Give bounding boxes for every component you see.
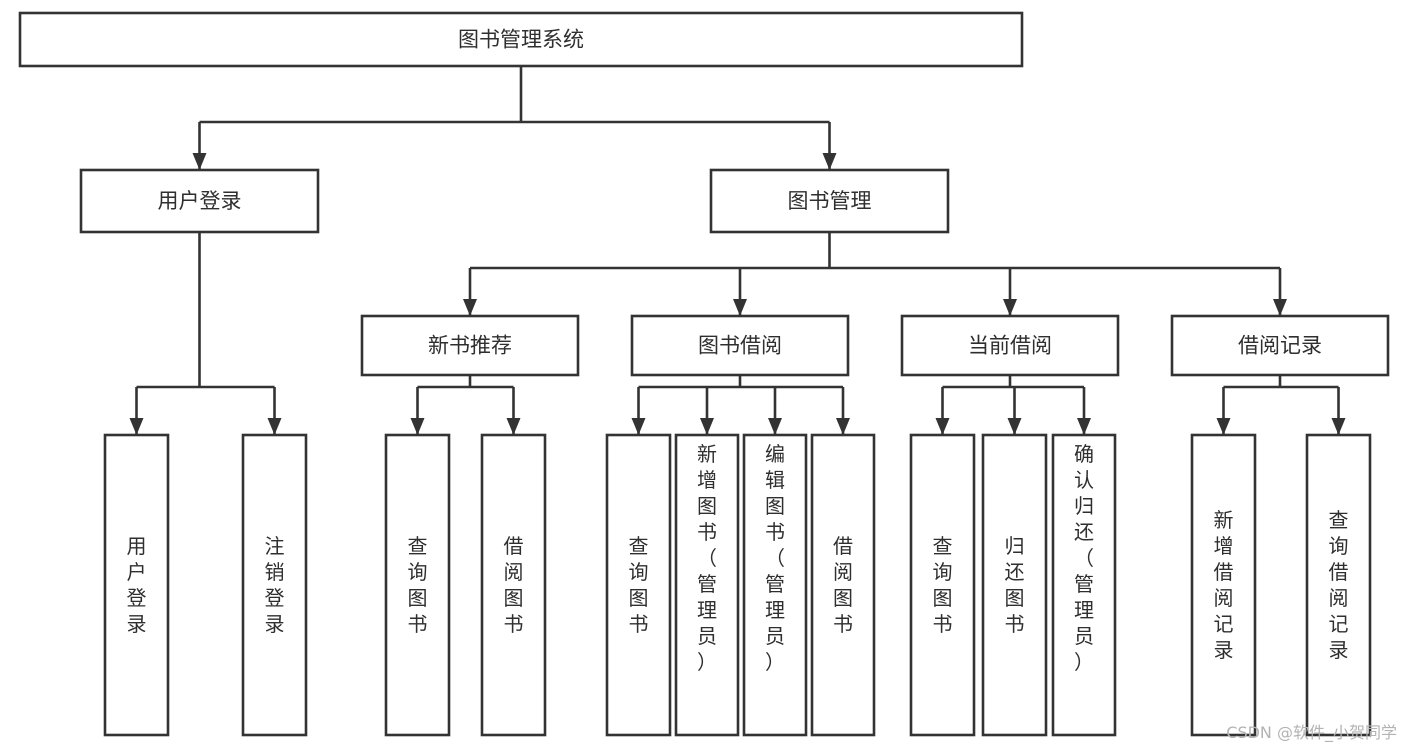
node-box[interactable]: [630, 314, 850, 377]
node-user-login[interactable]: 用户登录: [79, 168, 320, 234]
arrow-head-leaf-edit-book: [768, 418, 782, 435]
arrow-head-leaf-borrow-book-1: [506, 418, 521, 435]
node-box[interactable]: [384, 433, 451, 737]
node-leaf-borrow-book-1[interactable]: 借阅图书: [480, 433, 547, 737]
node-box[interactable]: [103, 433, 170, 737]
node-box[interactable]: [18, 11, 1024, 68]
arrow-head-leaf-confirm-return: [1077, 418, 1091, 435]
node-leaf-borrow-book-2[interactable]: 借阅图书: [810, 433, 876, 737]
arrow-head-leaf-logout: [267, 418, 282, 435]
node-label: 图书借阅: [698, 334, 782, 358]
node-label: 查询图书: [408, 534, 428, 636]
node-new-book-rec[interactable]: 新书推荐: [360, 314, 580, 377]
node-label: 用户登录: [158, 189, 242, 213]
node-label: 新增借阅记录: [1214, 508, 1234, 662]
arrow-head-leaf-return-book: [1007, 418, 1022, 435]
node-label: 确认归还（管理员）: [1074, 442, 1094, 674]
node-leaf-query-book-1[interactable]: 查询图书: [384, 433, 451, 737]
node-label: 借阅记录: [1238, 334, 1322, 358]
node-book-manage[interactable]: 图书管理: [709, 168, 950, 234]
node-label: 新增图书（管理员）: [697, 442, 717, 674]
node-label: 编辑图书（管理员）: [765, 442, 785, 674]
node-box[interactable]: [1051, 433, 1117, 737]
node-label: 图书管理系统: [458, 28, 584, 52]
node-label: 借阅图书: [504, 534, 524, 636]
node-root-图书管理系统[interactable]: 图书管理系统: [18, 11, 1024, 68]
arrow-head-user-login: [192, 153, 207, 170]
node-leaf-add-book[interactable]: 新增图书（管理员）: [674, 433, 740, 737]
node-box[interactable]: [900, 314, 1120, 377]
node-leaf-return-book[interactable]: 归还图书: [981, 433, 1048, 737]
node-book-borrow[interactable]: 图书借阅: [630, 314, 850, 377]
node-label: 归还图书: [1005, 534, 1025, 636]
node-label: 借阅图书: [833, 534, 853, 636]
arrow-head-leaf-query-book-1: [410, 418, 425, 435]
arrow-head-new-book-rec: [463, 299, 477, 316]
node-label: 注销登录: [265, 534, 285, 636]
arrow-head-leaf-add-record: [1216, 418, 1231, 435]
arrow-head-leaf-query-record: [1331, 418, 1346, 435]
arrow-head-book-borrow: [733, 299, 747, 316]
node-current-borrow[interactable]: 当前借阅: [900, 314, 1120, 377]
node-box[interactable]: [605, 433, 672, 737]
node-box[interactable]: [79, 168, 320, 234]
arrow-head-leaf-borrow-book-2: [836, 418, 850, 435]
node-label: 当前借阅: [968, 334, 1052, 358]
node-box[interactable]: [1170, 314, 1390, 377]
node-box[interactable]: [810, 433, 876, 737]
node-label: 新书推荐: [428, 334, 512, 358]
arrow-head-book-manage: [822, 153, 837, 170]
node-leaf-query-book-3[interactable]: 查询图书: [909, 433, 976, 737]
node-leaf-confirm-return[interactable]: 确认归还（管理员）: [1051, 433, 1117, 737]
node-box[interactable]: [709, 168, 950, 234]
arrow-head-borrow-record: [1273, 299, 1287, 316]
node-box[interactable]: [674, 433, 740, 737]
node-label: 图书管理: [788, 189, 872, 213]
node-box[interactable]: [241, 433, 308, 737]
node-leaf-add-record[interactable]: 新增借阅记录: [1190, 433, 1257, 737]
node-leaf-user-login[interactable]: 用户登录: [103, 433, 170, 737]
node-leaf-query-book-2[interactable]: 查询图书: [605, 433, 672, 737]
node-label: 查询图书: [933, 534, 953, 636]
node-leaf-logout[interactable]: 注销登录: [241, 433, 308, 737]
arrow-head-leaf-add-book: [700, 418, 714, 435]
arrow-head-leaf-query-book-2: [631, 418, 646, 435]
node-box[interactable]: [1190, 433, 1257, 737]
node-box[interactable]: [742, 433, 808, 737]
node-layer: 图书管理系统用户登录图书管理新书推荐图书借阅当前借阅借阅记录用户登录注销登录查询…: [18, 11, 1390, 737]
node-box[interactable]: [360, 314, 580, 377]
arrow-head-leaf-query-book-3: [935, 418, 950, 435]
node-label: 查询借阅记录: [1329, 508, 1349, 662]
node-box[interactable]: [909, 433, 976, 737]
node-leaf-edit-book[interactable]: 编辑图书（管理员）: [742, 433, 808, 737]
arrow-head-current-borrow: [1003, 299, 1017, 316]
connector-layer: [129, 66, 1346, 435]
node-label: 用户登录: [127, 534, 147, 636]
arrow-head-leaf-user-login: [129, 418, 144, 435]
node-borrow-record[interactable]: 借阅记录: [1170, 314, 1390, 377]
node-box[interactable]: [981, 433, 1048, 737]
node-label: 查询图书: [629, 534, 649, 636]
node-box[interactable]: [480, 433, 547, 737]
node-box[interactable]: [1305, 433, 1372, 737]
node-leaf-query-record[interactable]: 查询借阅记录: [1305, 433, 1372, 737]
